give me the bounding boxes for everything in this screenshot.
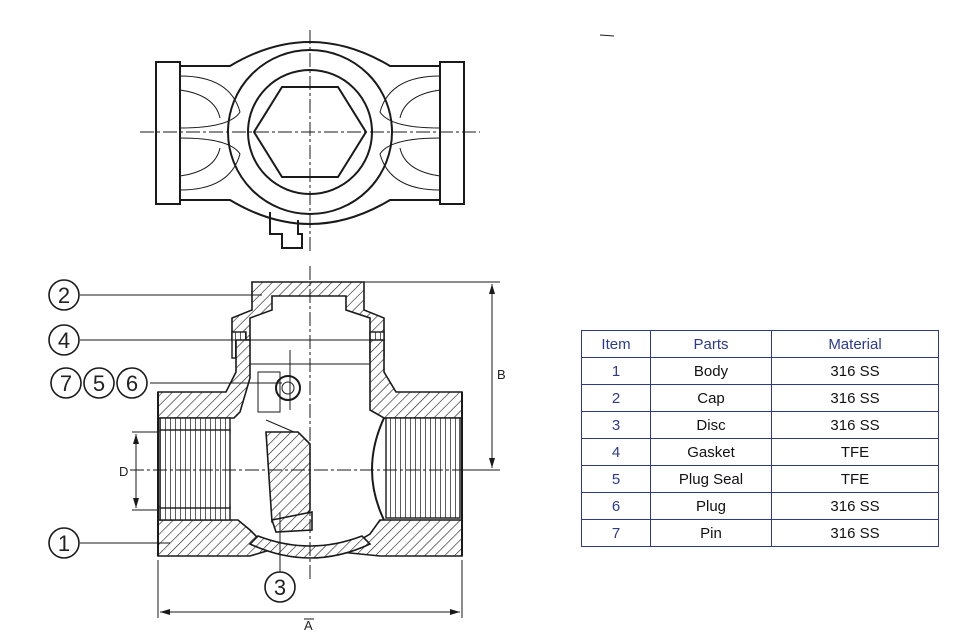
row-material: 316 SS xyxy=(771,492,939,520)
row-part: Body xyxy=(650,357,772,385)
table-header-row: Item Parts Material xyxy=(581,330,939,358)
disc xyxy=(265,431,311,523)
top-view xyxy=(140,30,615,252)
callout-7: 7 xyxy=(50,367,82,399)
parts-table: Item Parts Material 1 Body 316 SS 2 Cap … xyxy=(581,330,939,547)
row-material: 316 SS xyxy=(771,411,939,439)
dimension-d-label: D xyxy=(119,464,128,479)
row-part: Pin xyxy=(650,519,772,547)
table-row: 1 Body 316 SS xyxy=(581,357,939,385)
body-left-section xyxy=(157,339,251,419)
svg-text:5: 5 xyxy=(93,371,105,396)
callout-4: 4 xyxy=(48,324,80,356)
callout-1: 1 xyxy=(48,527,80,559)
row-material: 316 SS xyxy=(771,357,939,385)
section-view: B D A 2 4 7 xyxy=(48,266,506,633)
row-material: TFE xyxy=(771,438,939,466)
row-item: 6 xyxy=(581,492,651,520)
svg-text:6: 6 xyxy=(126,371,138,396)
row-material: 316 SS xyxy=(771,384,939,412)
table-row: 4 Gasket TFE xyxy=(581,438,939,466)
table-row: 6 Plug 316 SS xyxy=(581,492,939,520)
row-part: Disc xyxy=(650,411,772,439)
top-left-flange xyxy=(155,61,181,205)
row-item: 1 xyxy=(581,357,651,385)
dimension-b-label: B xyxy=(497,367,506,382)
row-material: 316 SS xyxy=(771,519,939,547)
row-item: 5 xyxy=(581,465,651,493)
right-port-thread xyxy=(385,417,461,519)
table-row: 5 Plug Seal TFE xyxy=(581,465,939,493)
top-right-flange xyxy=(439,61,465,205)
left-port-thread xyxy=(159,429,231,509)
top-hex-nut xyxy=(252,86,368,178)
svg-text:7: 7 xyxy=(60,371,72,396)
callout-2: 2 xyxy=(48,279,80,311)
top-lug xyxy=(269,212,303,249)
callout-6: 6 xyxy=(116,367,148,399)
body-right-section xyxy=(369,339,463,419)
svg-text:3: 3 xyxy=(274,575,286,600)
cap-section xyxy=(231,281,385,341)
svg-text:2: 2 xyxy=(58,283,70,308)
row-part: Plug Seal xyxy=(650,465,772,493)
table-row: 7 Pin 316 SS xyxy=(581,519,939,547)
row-item: 3 xyxy=(581,411,651,439)
top-body-outline xyxy=(179,41,441,225)
svg-text:4: 4 xyxy=(58,328,70,353)
header-parts: Parts xyxy=(650,330,772,358)
row-part: Plug xyxy=(650,492,772,520)
svg-text:1: 1 xyxy=(58,531,70,556)
row-material: TFE xyxy=(771,465,939,493)
dimension-a-label: A xyxy=(304,618,313,633)
row-item: 4 xyxy=(581,438,651,466)
table-row: 2 Cap 316 SS xyxy=(581,384,939,412)
row-item: 7 xyxy=(581,519,651,547)
row-part: Cap xyxy=(650,384,772,412)
header-item: Item xyxy=(581,330,651,358)
pin xyxy=(275,375,301,401)
table-row: 3 Disc 316 SS xyxy=(581,411,939,439)
callout-3: 3 xyxy=(264,571,296,603)
row-item: 2 xyxy=(581,384,651,412)
row-part: Gasket xyxy=(650,438,772,466)
callout-5: 5 xyxy=(83,367,115,399)
header-material: Material xyxy=(771,330,939,358)
